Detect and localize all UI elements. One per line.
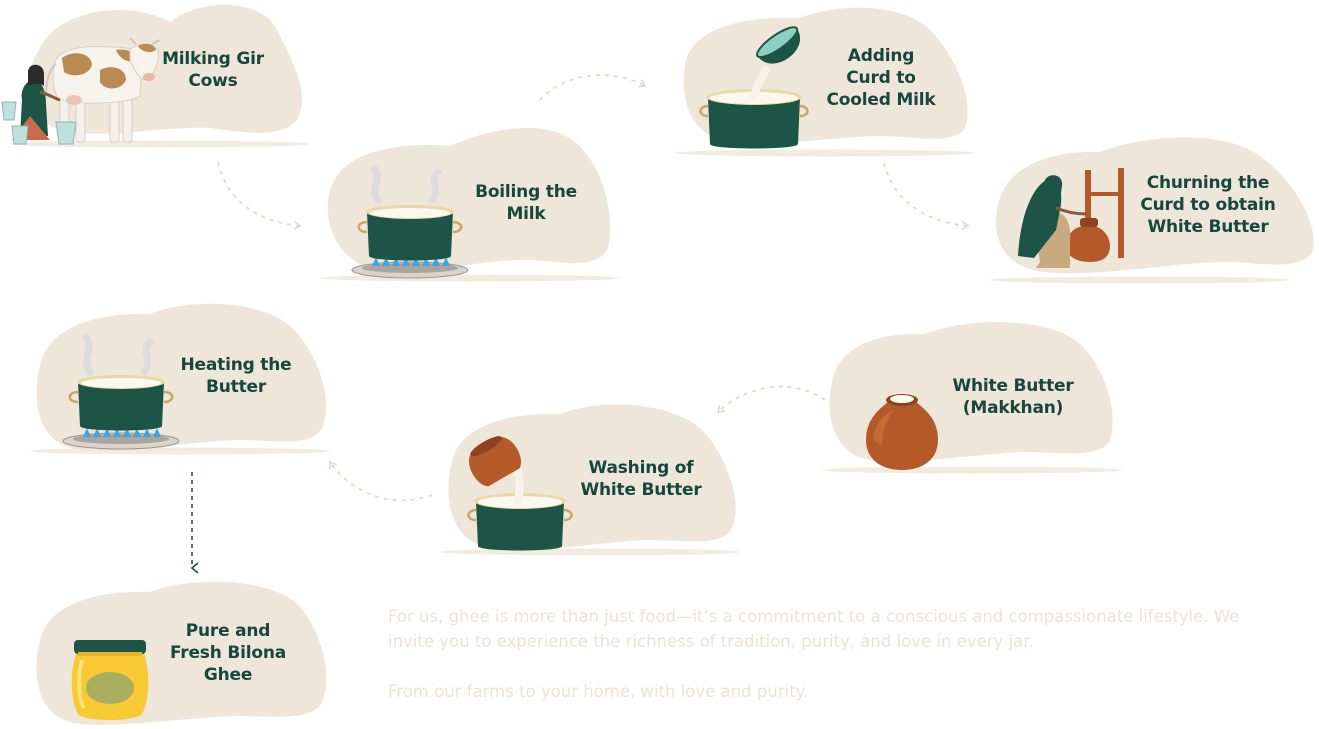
- step-2-label: Boiling the Milk: [475, 182, 577, 224]
- cow-milking-icon: [1, 37, 161, 145]
- flow-arrows: [217, 74, 970, 502]
- arrow-6-7: [329, 460, 433, 502]
- step-7-label: Heating the Butter: [180, 355, 292, 397]
- intro-tagline: From our farms to your home, with love a…: [388, 682, 809, 701]
- ghee-jar-icon: [71, 640, 149, 720]
- step-1-label: Milking Gir Cows: [162, 49, 264, 91]
- arrow-2-3: [539, 74, 647, 101]
- arrow-3-4: [883, 162, 970, 231]
- floor-shadows: [10, 140, 1290, 556]
- intro-text: For us, ghee is more than just food—it’s…: [388, 604, 1288, 729]
- curd-pot-icon: [699, 26, 809, 149]
- churning-icon: [1018, 168, 1124, 268]
- step-4-label: Churning the Curd to obtain White Butter: [1140, 173, 1276, 237]
- clay-pot-icon: [866, 394, 938, 470]
- arrow-5-6: [716, 385, 826, 413]
- step-5-label: White Butter (Makkhan): [952, 376, 1074, 418]
- washing-pot-icon: [467, 436, 573, 551]
- intro-paragraph: For us, ghee is more than just food—it’s…: [388, 607, 1240, 651]
- boiling-pot-icon: [351, 164, 469, 279]
- step-3-label: Adding Curd to Cooled Milk: [826, 46, 936, 110]
- step-8-label: Pure and Fresh Bilona Ghee: [169, 621, 287, 685]
- step-6-label: Washing of White Butter: [580, 458, 702, 500]
- heating-pot-icon: [62, 334, 180, 450]
- arrow-1-2: [217, 161, 302, 231]
